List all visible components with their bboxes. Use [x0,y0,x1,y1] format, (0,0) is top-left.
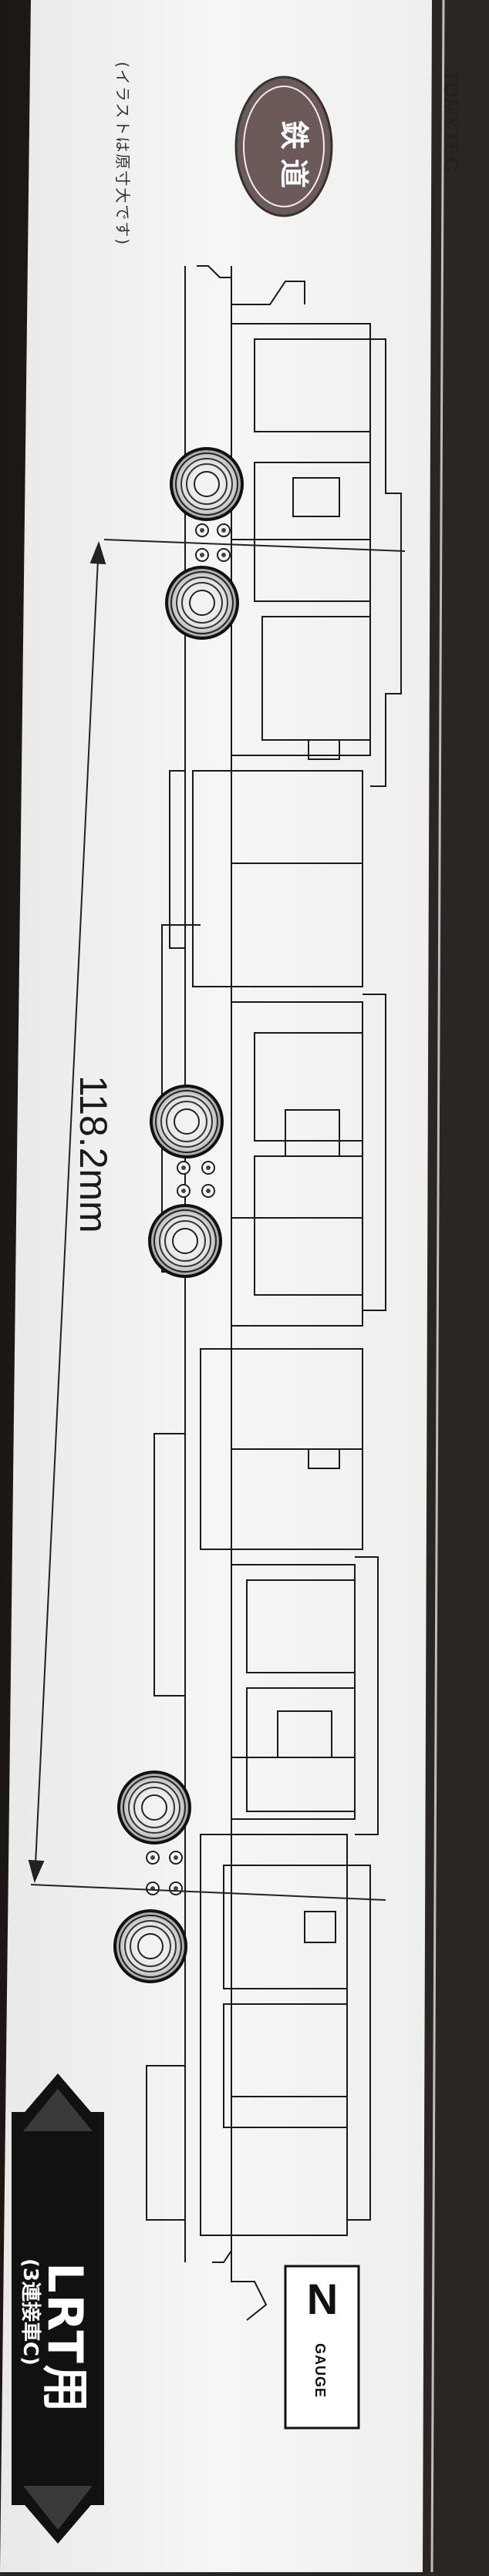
railway-logo-seal: 鉄 道 [234,76,333,217]
box-panel [0,0,443,2572]
scale-word: GAUGE [312,2343,328,2399]
svg-text:道: 道 [277,159,311,188]
scale-letter: N [306,2275,339,2323]
product-sublabel: (3連接車C) [19,2258,42,2366]
box-edge-shadow [423,0,489,2572]
gauge-badge [284,2265,360,2430]
illustration-note: (イラストは原寸大です) [113,62,132,247]
lrt-badge [12,2073,104,2544]
dimension-label: 118.2mm [72,1075,115,1233]
svg-text:鉄: 鉄 [277,120,311,150]
dimension-marker [28,539,406,1901]
brand-name: TOMYTEC [440,69,463,173]
